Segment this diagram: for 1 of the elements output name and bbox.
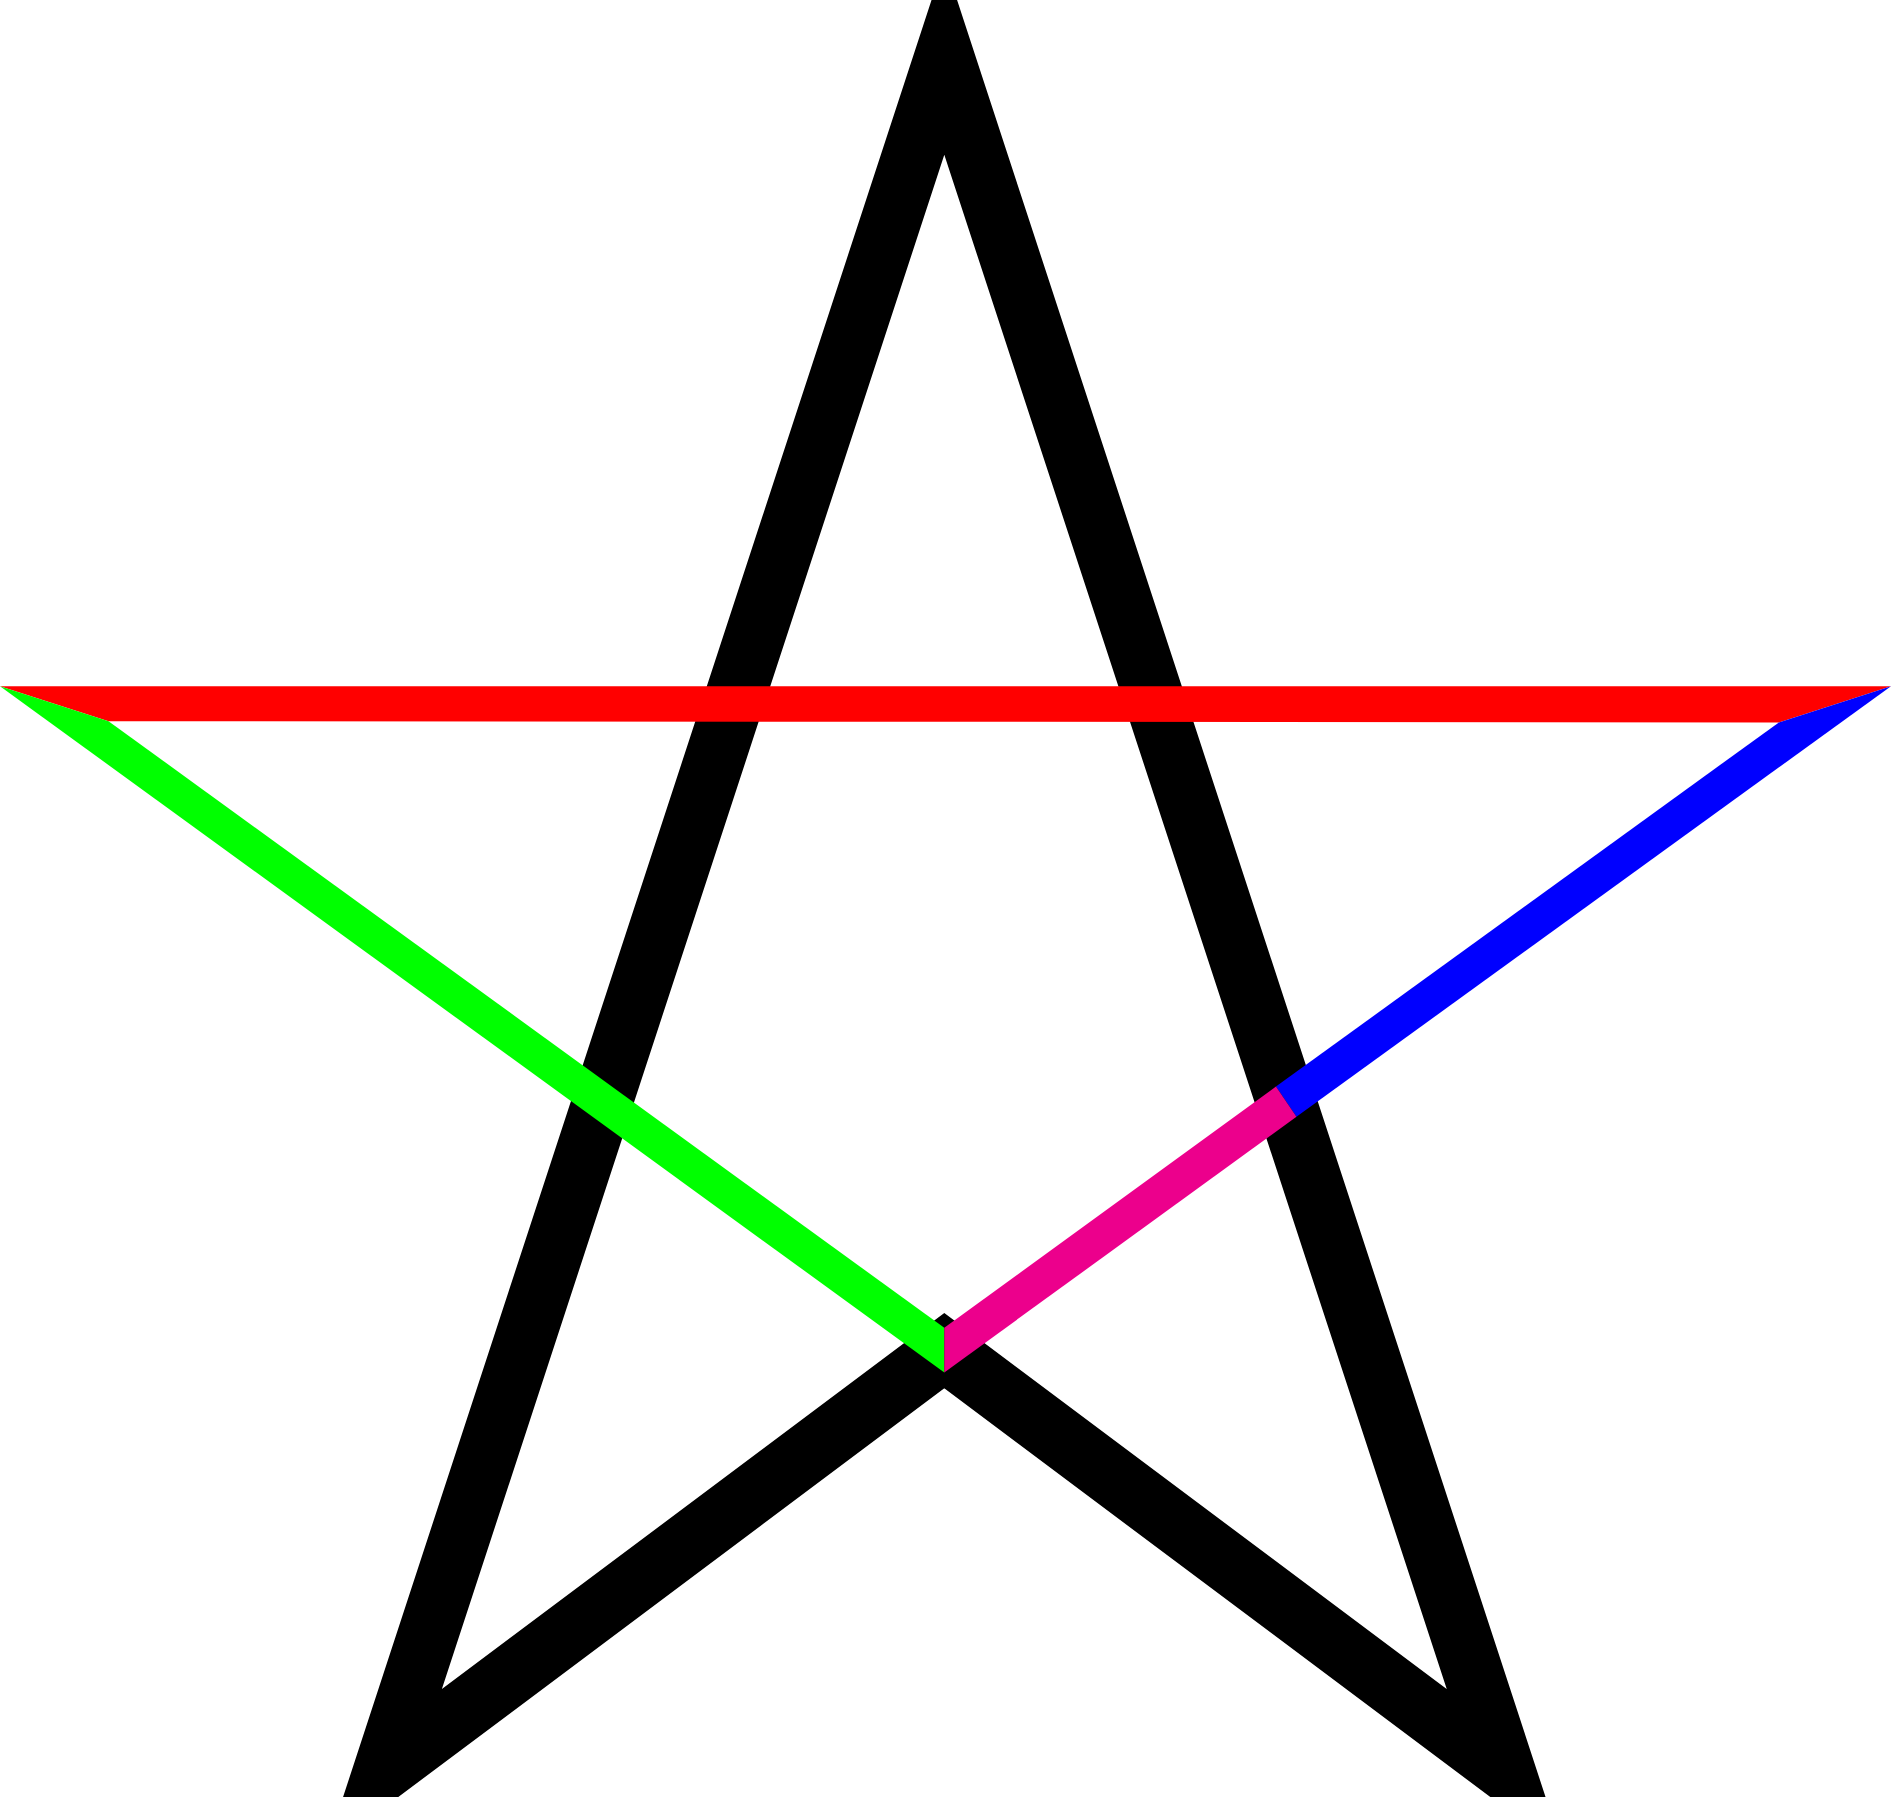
pentagram-drawing (0, 0, 1891, 1797)
